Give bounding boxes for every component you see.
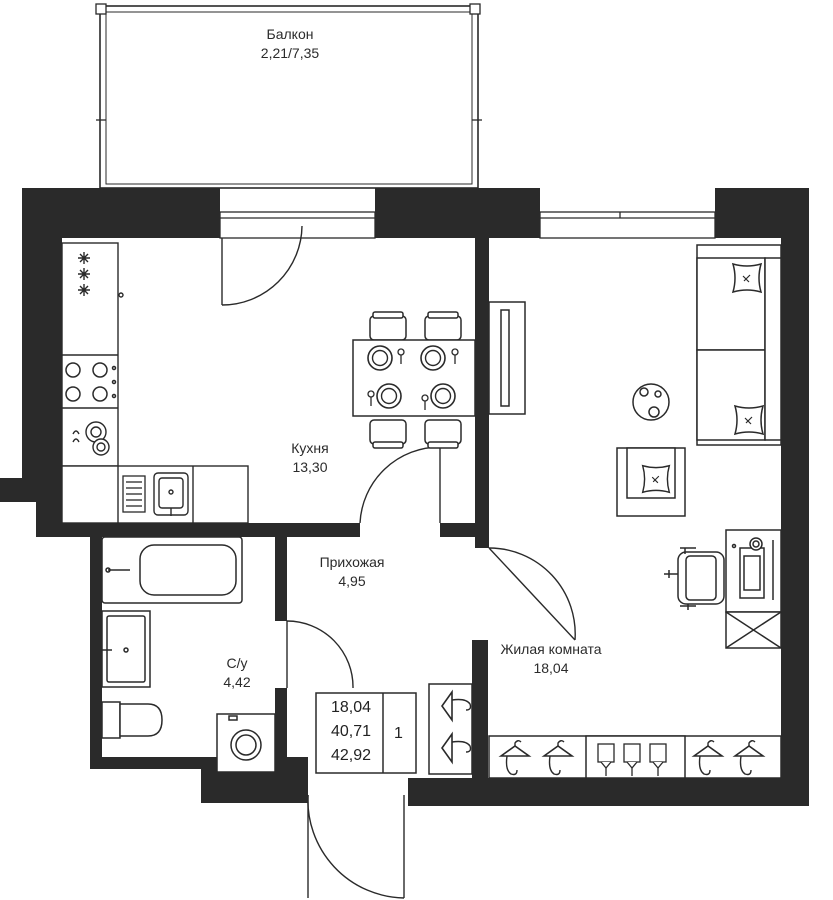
living-name: Жилая комната	[500, 641, 602, 657]
windows	[219, 211, 716, 239]
fridge-icon	[78, 252, 124, 298]
total-area-value: 42,92	[330, 747, 372, 764]
toilet	[101, 701, 163, 739]
washbasin	[101, 610, 151, 688]
sofa	[696, 244, 782, 446]
kettle-icon	[72, 421, 110, 456]
hallway-label: Прихожая 4,95	[300, 553, 404, 591]
balcony-label: Балкон 2,21/7,35	[240, 25, 340, 63]
wardrobe-hall	[428, 683, 473, 775]
bathroom-label: С/у 4,42	[207, 654, 267, 692]
coffee-table	[632, 383, 670, 421]
kitchen-area: 13,30	[292, 459, 328, 475]
area-summary-box	[315, 692, 417, 774]
dishwasher-icon	[122, 475, 146, 513]
hallway-name: Прихожая	[319, 554, 385, 570]
living-area-value: 18,04	[330, 699, 372, 716]
bathroom-name: С/у	[226, 655, 248, 671]
walls	[0, 188, 809, 806]
kitchen-name: Кухня	[291, 440, 329, 456]
living-area: 18,04	[533, 660, 569, 676]
stove-icon	[65, 362, 117, 402]
wardrobe-hangers	[500, 739, 764, 776]
balcony-area: 2,21/7,35	[260, 45, 320, 61]
hallway-area: 4,95	[338, 573, 366, 589]
tv-stand	[488, 301, 526, 415]
balcony-name: Балкон	[266, 26, 314, 42]
usable-area-value: 40,71	[330, 723, 372, 740]
balcony	[95, 3, 482, 189]
dining-table	[352, 311, 476, 449]
kitchen-label: Кухня 13,30	[270, 439, 350, 477]
desk	[725, 529, 782, 613]
doors	[221, 225, 576, 899]
area-summary: 18,04 40,71 42,92 1	[316, 693, 416, 773]
room-count: 1	[394, 725, 403, 742]
armchair	[616, 447, 686, 517]
storage-box	[725, 611, 782, 649]
living-label: Жилая комната 18,04	[486, 640, 616, 678]
sink-icon	[153, 472, 189, 516]
bathtub	[101, 536, 243, 604]
washing-machine	[216, 713, 276, 773]
office-chair	[664, 547, 725, 610]
bathroom-area: 4,42	[223, 674, 251, 690]
